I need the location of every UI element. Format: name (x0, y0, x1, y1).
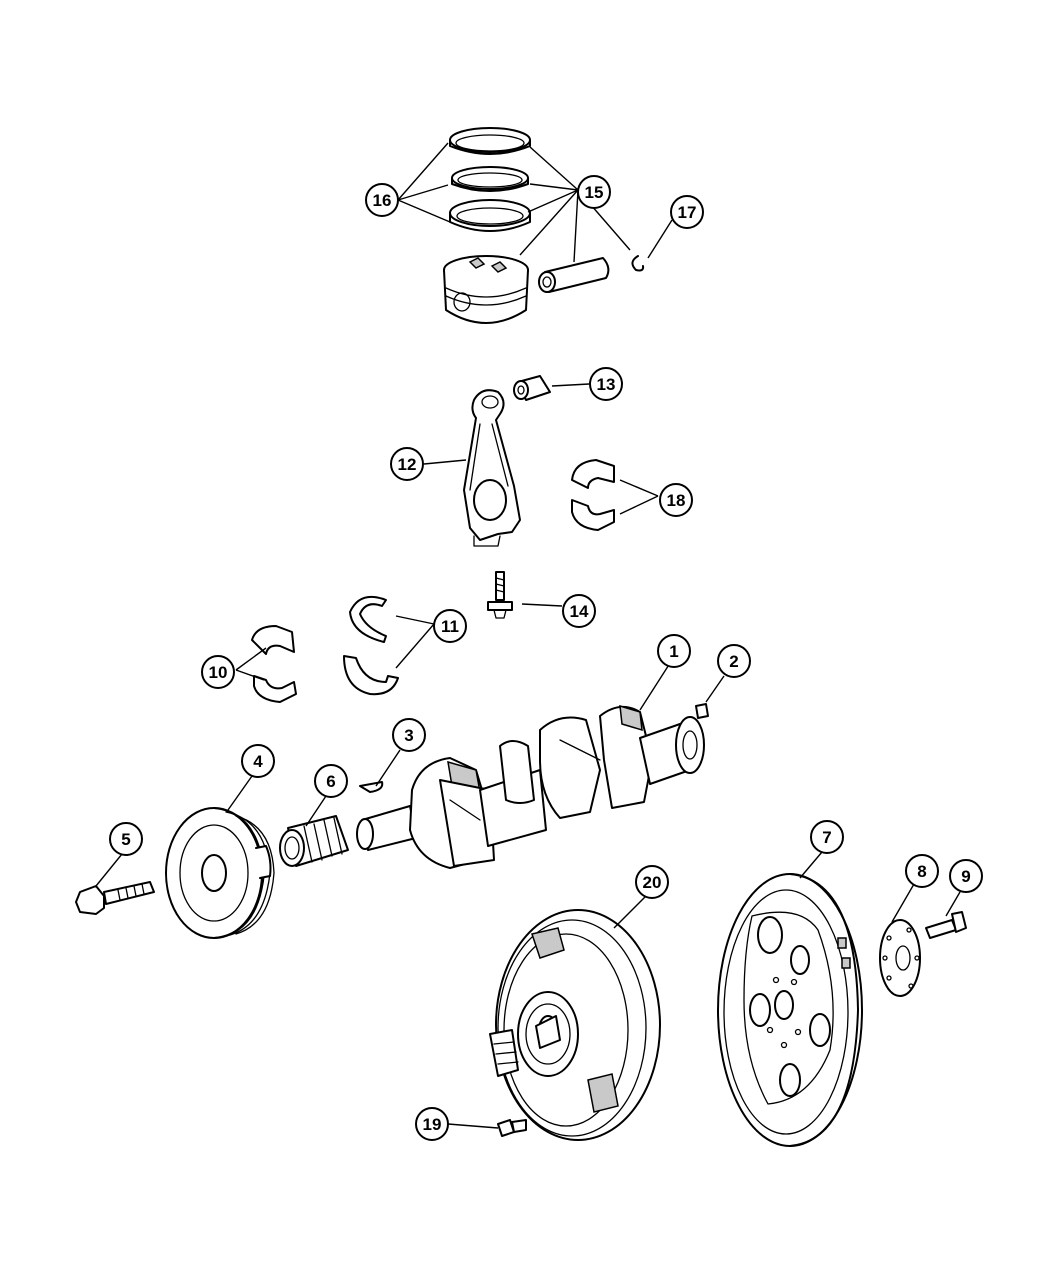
crankshaft-sprocket (279, 815, 349, 867)
callout-17: 17 (670, 195, 704, 229)
callout-6: 6 (314, 764, 348, 798)
callout-10: 10 (201, 655, 235, 689)
callout-6-label: 6 (326, 772, 335, 791)
callout-15-label: 15 (585, 183, 604, 202)
callout-19-label: 19 (423, 1115, 442, 1134)
callout-9-label: 9 (961, 867, 970, 886)
callout-11-label: 11 (441, 617, 459, 636)
callout-4-label: 4 (253, 752, 263, 771)
callout-19: 19 (415, 1107, 449, 1141)
rod-bushing (513, 375, 551, 401)
backing-plate (879, 919, 921, 997)
callout-7: 7 (810, 820, 844, 854)
callout-9: 9 (949, 859, 983, 893)
callout-2: 2 (717, 644, 751, 678)
piston (443, 255, 529, 324)
crankshaft-pulley (165, 807, 275, 939)
snap-ring (631, 255, 645, 272)
callout-3-label: 3 (404, 726, 413, 745)
thrust-washers (343, 596, 399, 696)
flex-plate-bolt (925, 911, 967, 939)
piston-ring-middle (451, 166, 529, 192)
piston-ring-oil (449, 199, 531, 232)
callout-13: 13 (589, 367, 623, 401)
rod-bolt (487, 571, 513, 619)
callout-5-label: 5 (121, 830, 130, 849)
callout-12: 12 (390, 447, 424, 481)
callout-17-label: 17 (678, 203, 697, 222)
callout-5: 5 (109, 822, 143, 856)
converter-bolt (497, 1119, 527, 1137)
callout-2-label: 2 (729, 652, 738, 671)
piston-ring-top (449, 127, 531, 155)
callout-20-label: 20 (643, 873, 662, 892)
callout-12-label: 12 (398, 455, 417, 474)
callout-20: 20 (635, 865, 669, 899)
torque-converter (489, 909, 661, 1141)
callout-1-label: 1 (669, 642, 678, 661)
connecting-rod (463, 389, 521, 547)
woodruff-key (359, 781, 384, 793)
callout-18-label: 18 (667, 491, 686, 510)
callout-8-label: 8 (917, 862, 926, 881)
callout-4: 4 (241, 744, 275, 778)
crankshaft (356, 704, 705, 869)
callout-18: 18 (659, 483, 693, 517)
callout-15: 15 (577, 175, 611, 209)
callout-16-label: 16 (373, 191, 392, 210)
rod-bearing-shells (571, 459, 615, 531)
callout-3: 3 (392, 718, 426, 752)
callout-16: 16 (365, 183, 399, 217)
callout-8: 8 (905, 854, 939, 888)
callout-1: 1 (657, 634, 691, 668)
pulley-bolt (75, 881, 155, 915)
flex-plate (717, 873, 863, 1147)
callout-11: 11 (433, 609, 467, 643)
dowel-pin (695, 703, 709, 719)
callout-13-label: 13 (597, 375, 616, 394)
leader-lines (95, 142, 961, 1129)
callout-10-label: 10 (209, 663, 228, 682)
callout-14-label: 14 (570, 602, 589, 621)
callout-14: 14 (562, 594, 596, 628)
piston-pin (538, 257, 610, 293)
callout-7-label: 7 (822, 828, 831, 847)
main-bearing-shells (251, 625, 297, 703)
